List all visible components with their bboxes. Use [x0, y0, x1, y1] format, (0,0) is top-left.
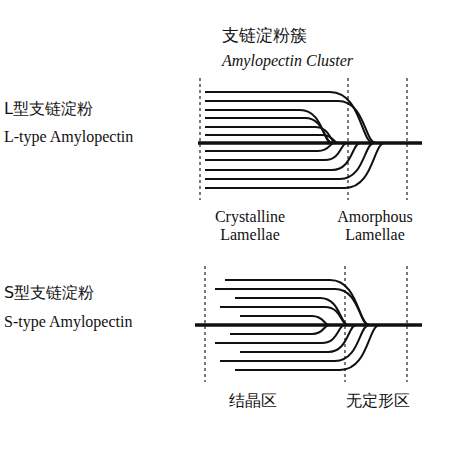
side-chain	[205, 118, 332, 143]
crystalline-region-zh: 结晶区	[229, 392, 277, 410]
l-type-label-en: L-type Amylopectin	[4, 128, 133, 146]
side-chain	[205, 92, 373, 143]
s-type-label-zh: S型支链淀粉	[4, 284, 94, 302]
side-chain	[235, 298, 348, 325]
side-chain	[230, 325, 329, 334]
s-backbone	[195, 323, 422, 327]
side-chain	[235, 325, 380, 370]
side-chain	[225, 280, 370, 325]
cluster-title-zh: 支链淀粉簇	[222, 26, 307, 46]
side-chain	[215, 289, 369, 325]
side-chain	[205, 135, 338, 143]
side-chain	[205, 101, 376, 143]
amorphous-label: Amorphous Lamellae	[330, 208, 420, 245]
l-type-label-zh: L型支链淀粉	[4, 100, 93, 118]
crystalline-label: Crystalline Lamellae	[195, 208, 305, 245]
amorphous-region-zh: 无定形区	[346, 392, 410, 410]
side-chain	[240, 325, 356, 352]
side-chain	[220, 325, 369, 361]
side-chain	[205, 143, 360, 170]
s-type-label-en: S-type Amylopectin	[4, 313, 132, 331]
side-chain	[205, 143, 334, 151]
side-chain	[205, 143, 374, 179]
side-chain	[240, 316, 329, 325]
side-chain	[205, 143, 385, 188]
side-chain	[215, 325, 345, 343]
side-chain	[205, 143, 347, 160]
side-chain	[220, 307, 348, 325]
cluster-title-en: Amylopectin Cluster	[222, 52, 353, 70]
l-backbone	[198, 141, 422, 145]
